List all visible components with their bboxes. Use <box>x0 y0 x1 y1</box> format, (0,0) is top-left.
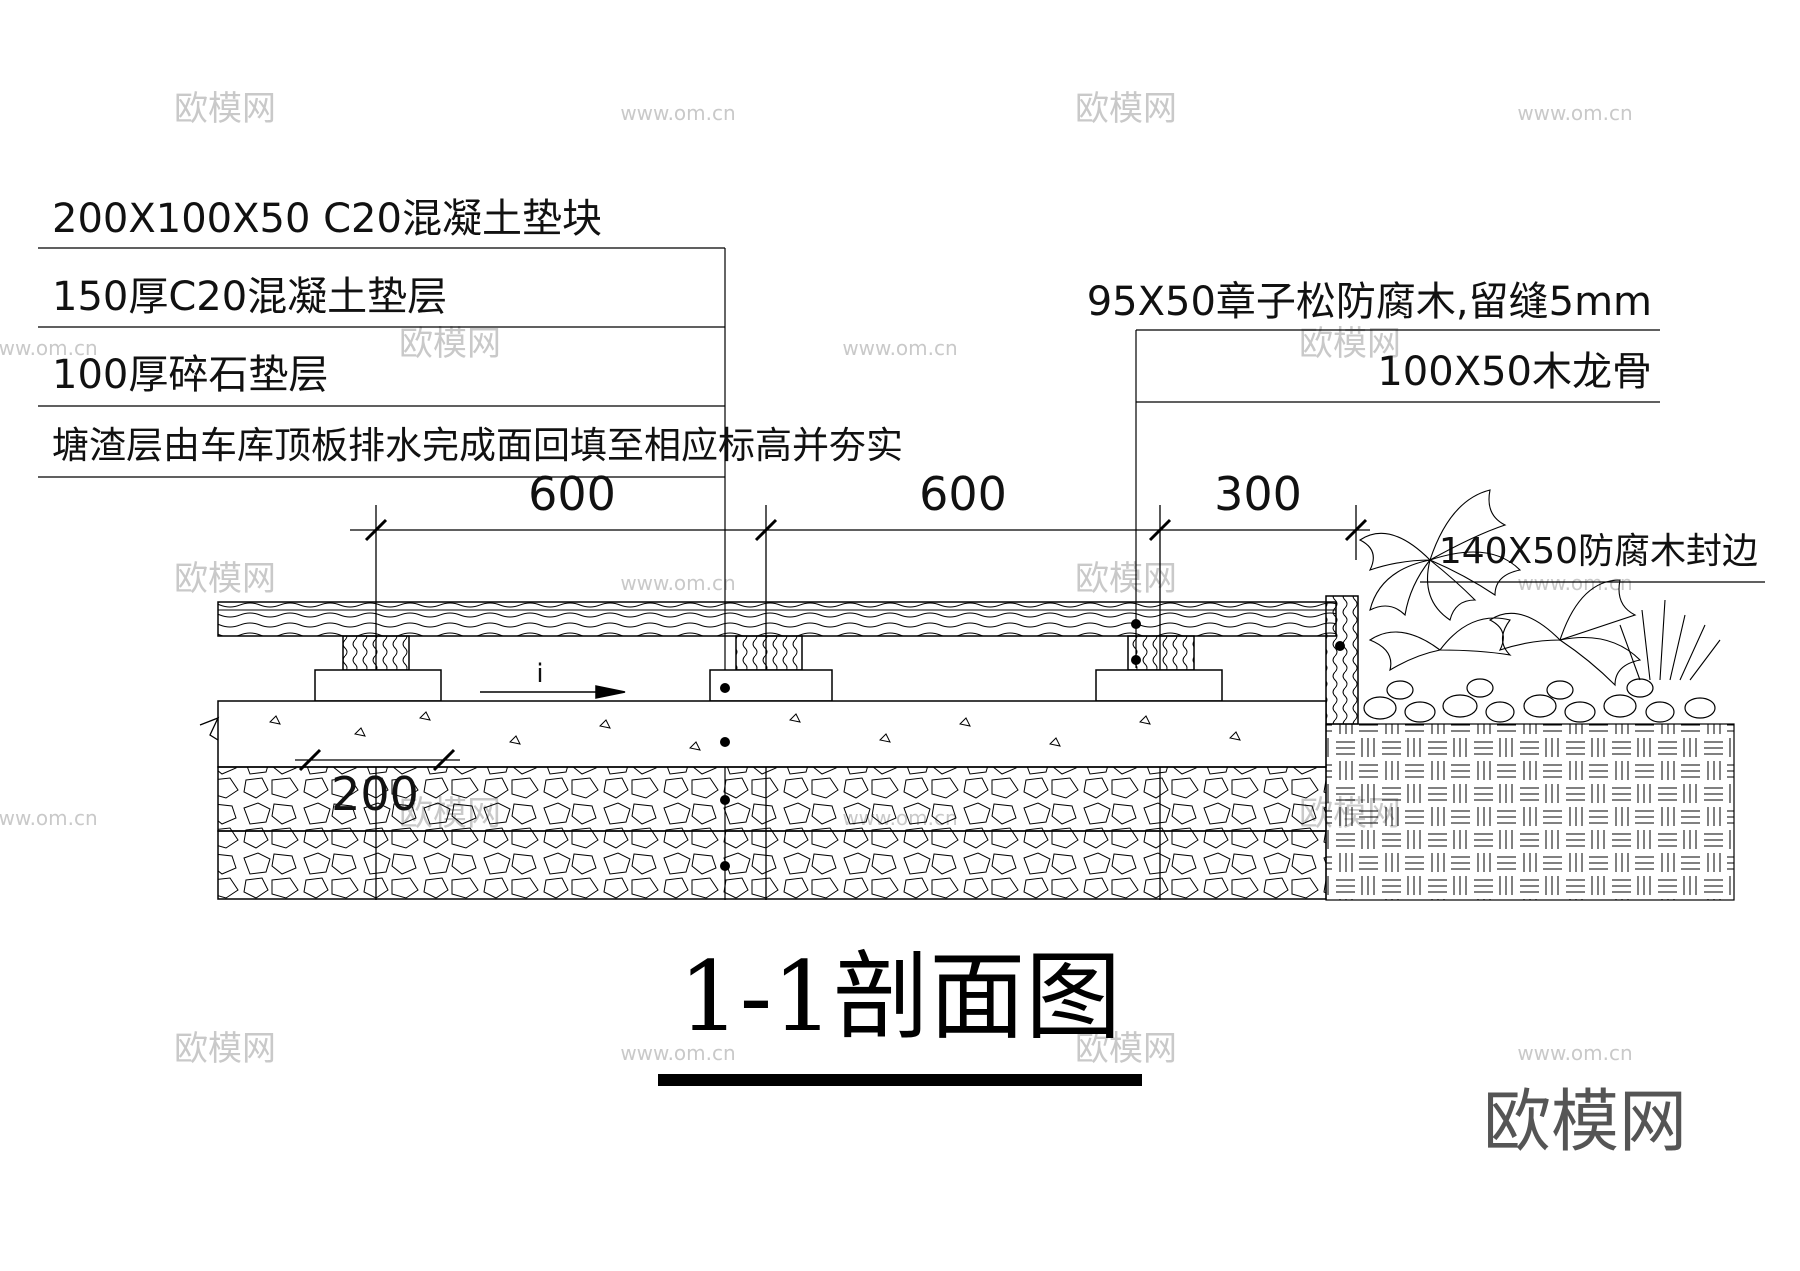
callout-joist: 100X50木龙骨 <box>1377 349 1652 395</box>
watermark-url: www.om.cn <box>1517 1041 1632 1065</box>
edge-trim <box>1325 595 1359 725</box>
watermark-url: www.om.cn <box>0 336 98 360</box>
slope-label: i <box>536 659 543 689</box>
watermark-logo: 欧模网 <box>1075 1029 1177 1069</box>
dimension-600-left: 600 <box>528 467 616 521</box>
gravel-layer <box>217 766 1327 832</box>
dimension-600-middle: 600 <box>919 467 1007 521</box>
callout-gravel-bed: 100厚碎石垫层 <box>52 352 328 398</box>
watermark-url: www.om.cn <box>620 101 735 125</box>
watermark-logo: 欧模网 <box>1299 324 1401 364</box>
dimension-200-bottom: 200 <box>331 767 419 821</box>
drawing-title: 1-1剖面图 <box>679 941 1122 1053</box>
fill-layer <box>217 830 1327 900</box>
brand-logo-text: 欧模网 <box>1483 1083 1687 1162</box>
watermark-url: www.om.cn <box>1517 571 1632 595</box>
plant-shrubs <box>1358 489 1721 687</box>
concrete-bed-layer <box>217 700 1327 768</box>
bottom-dimension-line <box>295 748 460 772</box>
watermark-logo: 欧模网 <box>1075 89 1177 129</box>
slope-arrow <box>480 685 626 699</box>
callout-edge-trim: 140X50防腐木封边 <box>1439 531 1758 572</box>
watermark-url: www.om.cn <box>620 571 735 595</box>
wood-joists <box>342 635 1195 671</box>
title-underline <box>658 1074 1142 1086</box>
leader-dots <box>720 619 1141 871</box>
decking-boards <box>217 601 1337 637</box>
watermark-logo: 欧模网 <box>174 1029 276 1069</box>
watermark-logo: 欧模网 <box>174 89 276 129</box>
watermark-url: www.om.cn <box>1517 101 1632 125</box>
watermark-url: www.om.cn <box>842 336 957 360</box>
callout-concrete-bed: 150厚C20混凝土垫层 <box>52 274 447 320</box>
watermark-url: www.om.cn <box>0 806 98 830</box>
planting-soil <box>1325 723 1735 901</box>
concrete-pads <box>314 669 1223 702</box>
watermark-url: www.om.cn <box>620 1041 735 1065</box>
watermark-logo: 欧模网 <box>174 559 276 599</box>
dimension-300-right: 300 <box>1214 467 1302 521</box>
callout-concrete-block: 200X100X50 C20混凝土垫块 <box>52 196 602 242</box>
planting-pebbles <box>1363 678 1716 723</box>
callout-fill-layer: 塘渣层由车库顶板排水完成面回填至相应标高并夯实 <box>52 424 903 467</box>
watermark-logo: 欧模网 <box>399 324 501 364</box>
concrete-aggregate-marks <box>268 711 1241 751</box>
watermark-logo: 欧模网 <box>1075 559 1177 599</box>
callout-decking: 95X50章子松防腐木,留缝5mm <box>1087 279 1652 325</box>
